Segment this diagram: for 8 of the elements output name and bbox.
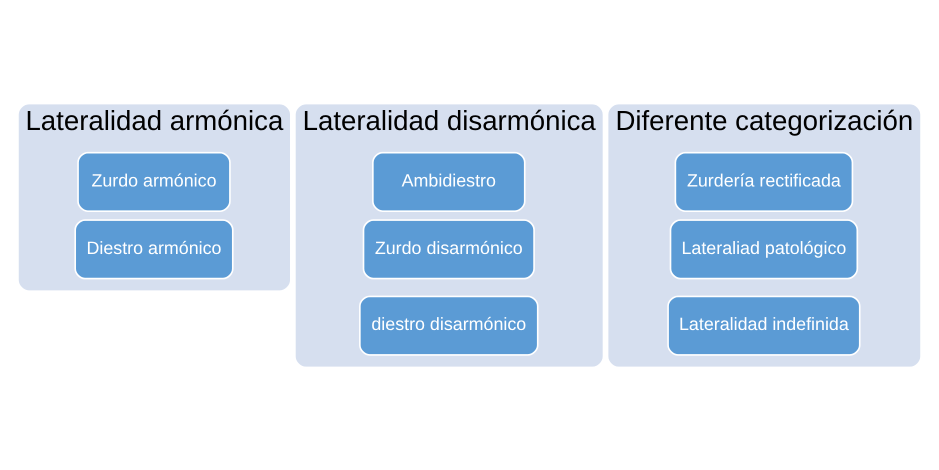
node-box: diestro disarmónico — [359, 295, 539, 356]
node-box: Ambidiestro — [372, 151, 526, 212]
node-box: Lateraliad patológico — [670, 218, 858, 279]
node-box: Zurdo armónico — [77, 151, 231, 212]
node-box: Zurdería rectificada — [674, 151, 854, 212]
node-box: Diestro armónico — [74, 218, 234, 279]
node-box: Zurdo disarmónico — [362, 218, 535, 279]
node-box: Lateralidad indefinida — [667, 295, 861, 356]
